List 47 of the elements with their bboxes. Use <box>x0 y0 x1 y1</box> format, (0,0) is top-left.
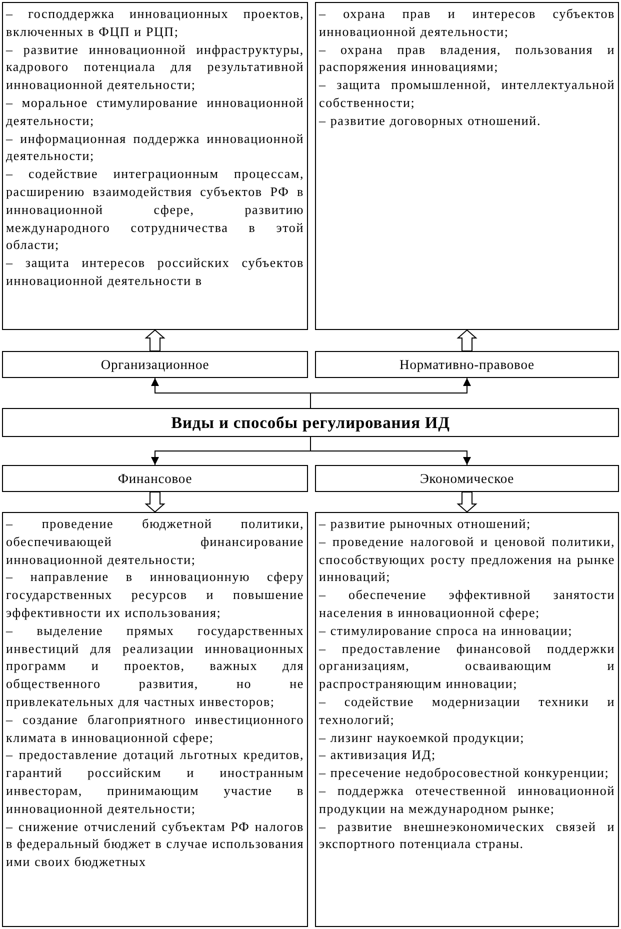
list-box <box>2 512 308 927</box>
list-item: – стимулирование спроса на инновации; <box>319 622 574 640</box>
category-box <box>2 351 308 378</box>
category-box <box>315 351 619 378</box>
list-item: – развитие инновационной инфраструктуры, кадрового потенциала для результативной инновационной деятельности; <box>6 40 304 94</box>
list-item: – активизация ИД; <box>319 746 437 764</box>
list-item: – предоставление дотаций льготных кредитов, гарантий российским и иностранным инвесторам, принимающим участие в инновационной деятельности; <box>6 746 304 818</box>
list-item: – развитие договорных отношений. <box>319 112 542 130</box>
hollow-arrow <box>456 329 478 352</box>
list-item: – развитие рыночных отношений; <box>319 515 532 533</box>
arrow <box>310 378 471 408</box>
list-item: – развитие внешнеэкономических связей и экспортного потенциала страны. <box>319 818 615 854</box>
list-item: – содействие модернизации техники и технологий; <box>319 692 615 729</box>
list-item: – моральное стимулирование инновационной деятельности; <box>6 94 304 130</box>
list-item: – охрана прав и интересов субъектов инновационной деятельности; <box>319 5 615 41</box>
heading-label: Виды и способы регулирования ИД <box>171 412 450 432</box>
list-item: – проведение бюджетной политики, обеспечивающей финансирование инновационной деятельности; <box>6 515 304 568</box>
list-item: – направление в инновационную сферу государственных ресурсов и повышение эффективности их использования; <box>6 568 304 622</box>
list-item: – создание благоприятного инвестиционного климата в инновационной сфере; <box>6 710 304 746</box>
category-label: Экономическое <box>420 470 514 486</box>
category-label: Нормативно-правовое <box>400 356 534 372</box>
list-item: – пресечение недобросовестной конкуренции; <box>319 764 610 782</box>
list-box <box>315 2 619 330</box>
category-box <box>315 465 619 492</box>
list-item: – защита интересов российских субъектов инновационной деятельности в <box>6 254 304 290</box>
arrow <box>310 436 471 466</box>
hollow-arrow <box>144 492 166 513</box>
list-item: – выделение прямых государственных инвестиций для реализации инновационных программ и проектов, важных для общественного развития, но не привлекательных для частных инвесторов; <box>6 622 304 711</box>
list-item: – охрана прав владения, пользования и распоряжения инновациями; <box>319 40 615 76</box>
list-item: – информационная поддержка инновационной деятельности; <box>6 130 304 166</box>
list-item: – предоставление финансовой поддержки организациям, осваивающим и распространяющим инновации; <box>319 640 615 693</box>
category-label: Организационное <box>100 356 210 372</box>
list-item: – поддержка отечественной инновационной продукции на международном рынке; <box>319 782 615 818</box>
list-item: – защита промышленной, интеллектуальной собственности; <box>319 76 615 112</box>
category-label: Финансовое <box>118 470 192 486</box>
title-box <box>2 408 619 437</box>
list-item: – обеспечение эффективной занятости населения в инновационной сфере; <box>319 586 615 622</box>
list-item: – лизинг наукоемкой продукции; <box>319 728 526 746</box>
category-box <box>2 465 308 492</box>
list-item: – проведение налоговой и ценовой политики, способствующих росту предложения на рынке инноваций; <box>319 532 615 586</box>
list-box <box>315 512 619 927</box>
list-item: – господдержка инновационных проектов, включенных в ФЦП и РЦП; <box>6 5 304 41</box>
list-box <box>2 2 308 330</box>
hollow-arrow <box>144 329 166 352</box>
hollow-arrow <box>456 492 478 513</box>
list-item: – содействие интеграционным процессам, расширению взаимодействия субъектов РФ в инновационной сфере, развитию международного сотрудничества в этой области; <box>6 165 304 254</box>
list-item: – снижение отчислений субъектам РФ налогов в федеральный бюджет в случае использования ими своих бюджетных <box>6 818 304 871</box>
